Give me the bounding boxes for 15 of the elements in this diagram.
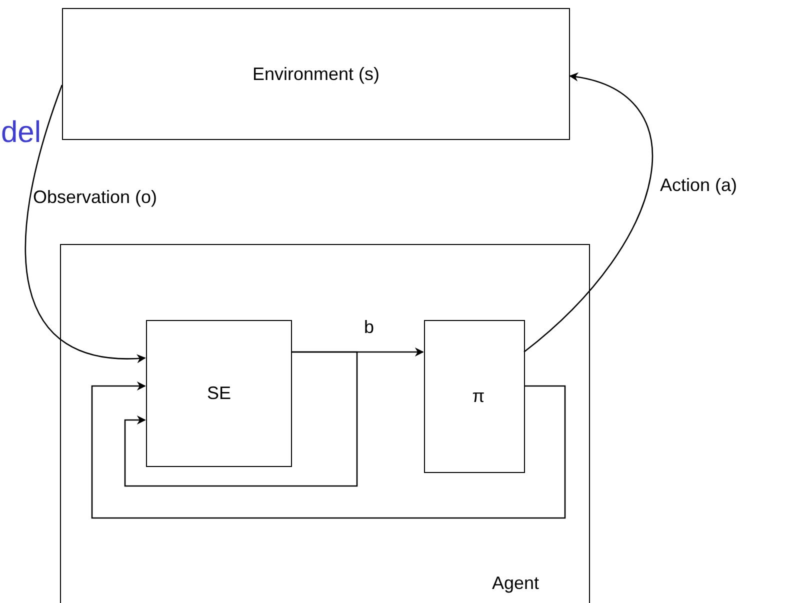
box-label: π (472, 386, 485, 407)
arrow (91, 382, 566, 519)
edge-label: Action (a) (660, 176, 738, 196)
box-label: SE (206, 383, 231, 404)
process-box (424, 320, 525, 473)
process-box (62, 8, 570, 140)
box-label: Environment (s) (252, 64, 380, 84)
partial-heading: del (1, 118, 42, 148)
box-label: Agent (492, 573, 539, 594)
edge-label: Observation (o) (33, 188, 158, 208)
arrow (524, 73, 653, 352)
process-box (146, 320, 292, 467)
process-box (60, 244, 590, 603)
arrow (124, 351, 358, 487)
arrow (25, 84, 146, 363)
